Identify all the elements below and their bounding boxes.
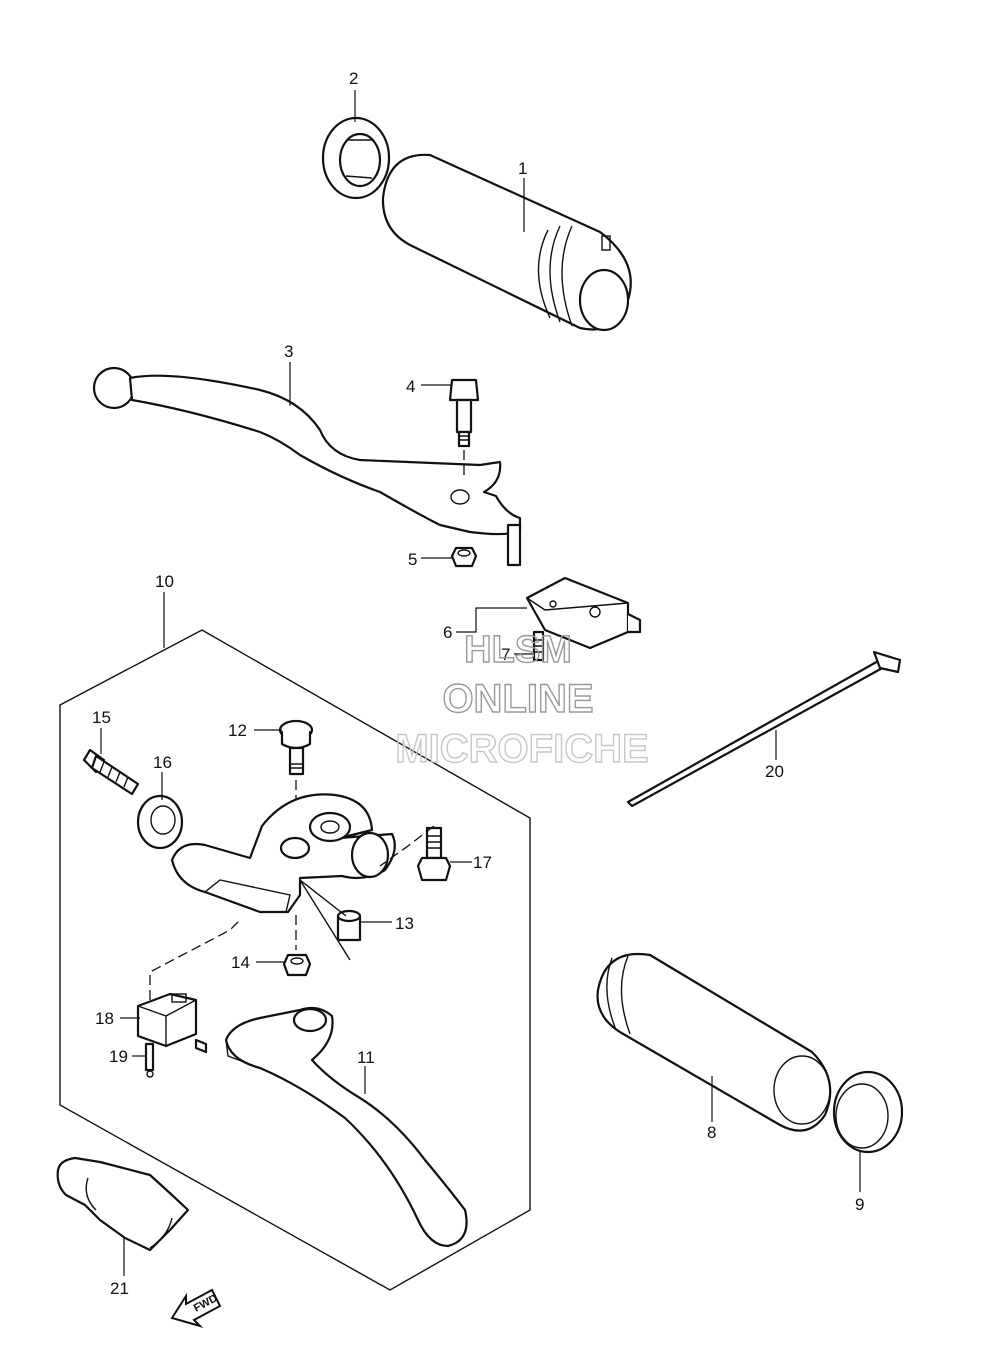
callout-9: 9 — [855, 1195, 864, 1214]
part-2-grip-end — [321, 116, 391, 200]
callouts: 2 1 3 4 5 6 7 10 15 16 12 17 13 14 18 19… — [92, 69, 864, 1298]
watermark-line-1: HLSM — [464, 629, 572, 671]
part-21-boot — [56, 1156, 190, 1252]
part-1-throttle-grip — [381, 153, 632, 332]
watermark-line-2: ONLINE — [442, 677, 593, 721]
bolt-17-guide — [379, 825, 435, 867]
callout-2: 2 — [349, 69, 358, 88]
part-12-pivot-bolt — [278, 719, 314, 776]
callout-7: 7 — [501, 645, 510, 664]
assembly-frame — [59, 629, 531, 1291]
part-20-cable-tie — [626, 650, 902, 808]
callout-15: 15 — [92, 708, 111, 727]
callout-12: 12 — [228, 721, 247, 740]
callout-14: 14 — [231, 953, 250, 972]
callout-19: 19 — [109, 1047, 128, 1066]
callout-5: 5 — [408, 550, 417, 569]
part-4-bolt — [448, 378, 480, 448]
part-14-nut — [282, 953, 312, 977]
callout-17: 17 — [473, 853, 492, 872]
watermark-line-3: MICROFICHE — [395, 727, 648, 771]
part-7-screw — [532, 630, 545, 662]
part-6-switch — [525, 576, 642, 650]
callout-11: 11 — [357, 1048, 375, 1067]
watermark: HLSM ONLINE MICROFICHE — [395, 628, 650, 771]
part-17-bolt — [416, 826, 452, 882]
callout-1: 1 — [518, 159, 527, 178]
part-16-spring — [136, 794, 184, 850]
callout-20: 20 — [765, 762, 784, 781]
switch-18-guide — [149, 919, 241, 1000]
lever-holder — [170, 793, 396, 914]
callout-8: 8 — [707, 1123, 716, 1142]
callout-13: 13 — [395, 914, 414, 933]
callout-16: 16 — [153, 753, 172, 772]
part-13-collar — [336, 909, 362, 942]
part-9-end-cap — [832, 1070, 904, 1154]
leader-lines — [100, 90, 861, 1276]
part-15-adjuster-screw — [82, 748, 140, 796]
part-8-left-grip — [596, 952, 832, 1132]
part-3-brake-lever — [92, 366, 522, 567]
guide-lines-13 — [299, 879, 351, 961]
part-5-nut — [450, 546, 478, 568]
callout-4: 4 — [406, 377, 415, 396]
part-19-screw — [144, 1042, 155, 1078]
part-18-clutch-switch — [136, 992, 208, 1054]
part-11-clutch-lever — [224, 1006, 468, 1248]
callout-10: 10 — [155, 572, 174, 591]
callout-6: 6 — [443, 623, 452, 642]
callout-21: 21 — [110, 1279, 129, 1298]
callout-3: 3 — [284, 342, 293, 361]
callout-18: 18 — [95, 1009, 114, 1028]
fwd-arrow-icon: FWD — [170, 1288, 222, 1329]
